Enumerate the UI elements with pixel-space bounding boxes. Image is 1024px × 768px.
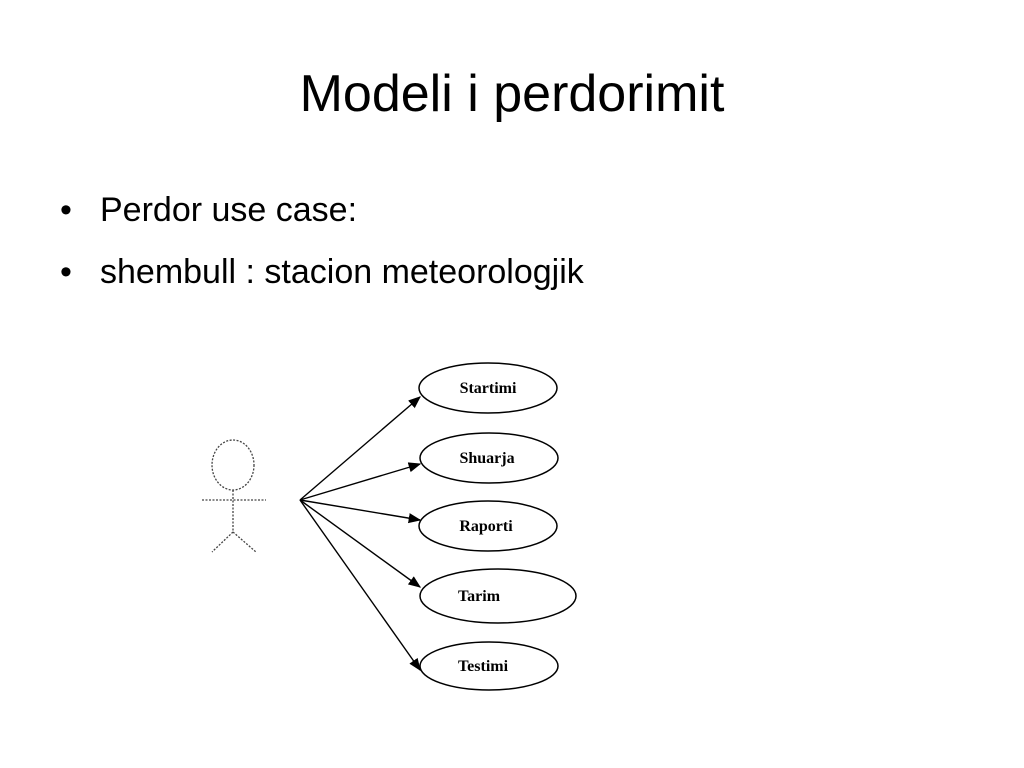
use-case-raporti: Raporti: [418, 500, 558, 552]
association-arrow: [299, 396, 421, 501]
use-case-shuarja: Shuarja: [419, 432, 559, 484]
actor-stick-figure-icon: [202, 439, 266, 553]
bullet-item: • shembull : stacion meteorologjik: [58, 252, 584, 292]
slide-title: Modeli i perdorimit: [299, 65, 725, 123]
actor-head: [211, 439, 255, 491]
association-arrow: [299, 499, 422, 524]
use-case-testimi: Testimi: [419, 641, 559, 691]
use-case-tarim: Tarim: [419, 568, 577, 624]
use-case-diagram: Startimi Shuarja Raporti Tarim Testimi: [202, 362, 577, 691]
bullet-dot-icon: •: [60, 191, 72, 229]
use-case-label: Shuarja: [459, 450, 514, 467]
associations: [299, 396, 422, 672]
bullet-text: Perdor use case:: [100, 191, 358, 229]
use-case-startimi: Startimi: [418, 362, 558, 414]
association-arrow: [299, 462, 422, 501]
association-arrow: [299, 499, 422, 588]
bullet-list: • Perdor use case: • shembull : stacion …: [58, 190, 584, 314]
bullet-dot-icon: •: [60, 253, 72, 291]
use-case-label: Startimi: [460, 380, 517, 397]
use-case-label: Tarim: [458, 588, 501, 605]
use-case-label: Raporti: [459, 518, 513, 535]
actor-leg-left: [211, 531, 234, 553]
actor-leg-right: [232, 531, 257, 553]
bullet-text: shembull : stacion meteorologjik: [100, 253, 584, 291]
association-arrow: [299, 499, 421, 672]
use-case-label: Testimi: [458, 658, 509, 675]
bullet-item: • Perdor use case:: [58, 190, 584, 230]
